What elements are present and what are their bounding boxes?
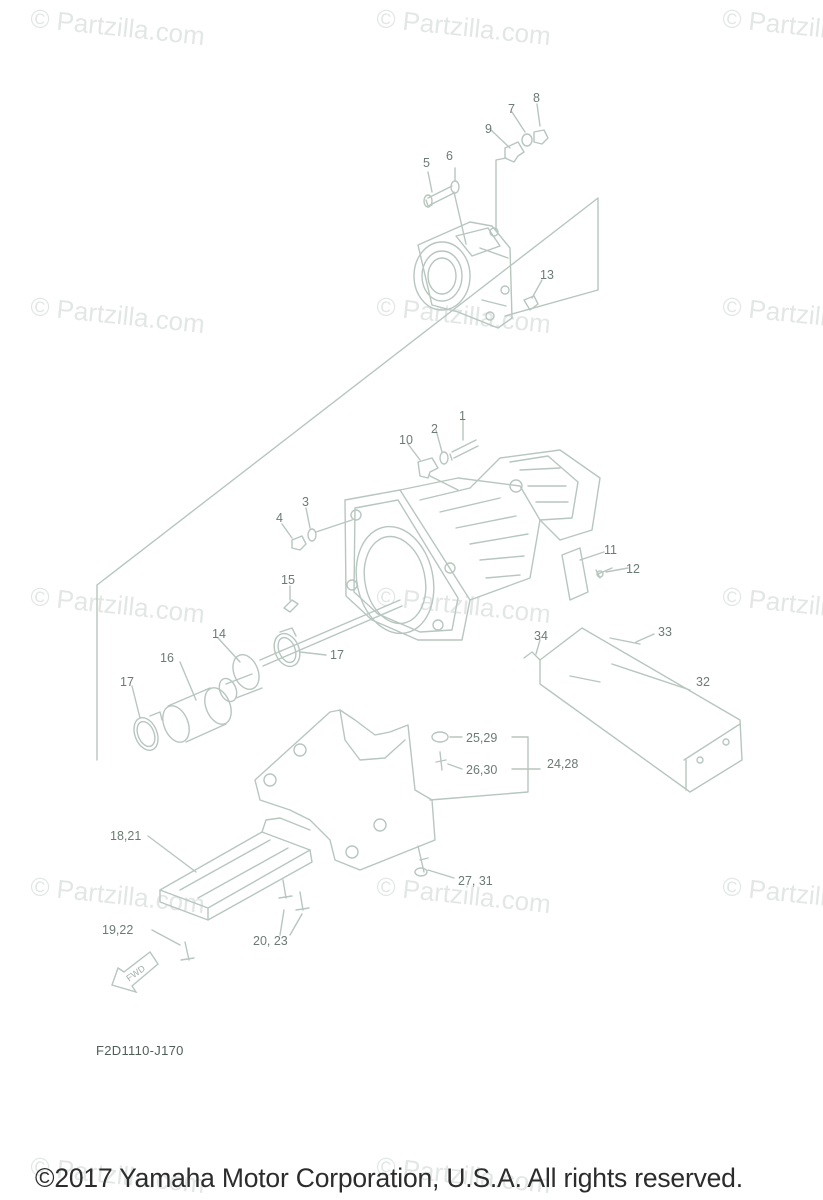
washer-3 <box>307 528 317 542</box>
nut-13 <box>523 295 539 311</box>
bolt-26-30 <box>435 751 447 771</box>
bolt-1 <box>449 439 479 461</box>
rail-18-21 <box>159 817 313 921</box>
callout: 19,22 <box>102 923 133 937</box>
fwd-arrow: FWD <box>111 950 159 994</box>
callout: 26,30 <box>466 763 497 777</box>
collar-14 <box>218 654 263 703</box>
callout: 11 <box>604 543 617 557</box>
washer-2 <box>439 451 449 465</box>
callout: 8 <box>533 91 540 105</box>
callout: 18,21 <box>110 829 141 843</box>
callout: 13 <box>540 268 554 282</box>
callout: 10 <box>399 433 413 447</box>
bolt-20-23 <box>278 879 293 899</box>
reference-frame <box>96 197 599 761</box>
leader <box>495 157 507 231</box>
washer-7 <box>521 133 533 147</box>
bolt-5 <box>423 185 455 208</box>
copyright-notice: ©2017 Yamaha Motor Corporation, U.S.A. A… <box>35 1163 743 1193</box>
callout: 15 <box>281 573 295 587</box>
clamp-17 <box>273 627 301 668</box>
callout: 4 <box>276 511 283 525</box>
callout: 2 <box>431 422 438 436</box>
leader <box>147 736 541 946</box>
callout: 5 <box>423 156 430 170</box>
clamp-17 <box>133 711 163 751</box>
callout: 3 <box>302 495 309 509</box>
drive-shaft <box>259 599 403 667</box>
callout: 32 <box>696 675 710 689</box>
leader <box>131 585 327 719</box>
leader <box>429 475 459 491</box>
leader <box>453 191 467 245</box>
callout: 25,29 <box>466 731 497 745</box>
callout: 14 <box>212 627 226 641</box>
plate-11 <box>561 547 589 601</box>
clip-34 <box>523 651 541 661</box>
leader <box>504 289 599 317</box>
callout: 20, 23 <box>253 934 288 948</box>
hose-16 <box>162 687 232 743</box>
mount-bracket <box>254 709 436 871</box>
callout: 34 <box>534 629 548 643</box>
callout: 9 <box>485 122 492 136</box>
bolt-33 <box>609 637 641 645</box>
bolt-20-23 <box>295 891 310 911</box>
callout: 1 <box>459 409 466 423</box>
nozzle-housing <box>413 221 513 329</box>
leader <box>281 419 629 573</box>
callout: 16 <box>160 651 174 665</box>
callout: 6 <box>446 149 453 163</box>
washer-6 <box>450 180 460 194</box>
bolt-19-22 <box>180 941 195 961</box>
callout: 24,28 <box>547 757 578 771</box>
leader <box>427 103 543 299</box>
bolt <box>569 675 601 683</box>
diagram-code: F2D1110-J170 <box>96 1043 184 1058</box>
callout: 27, 31 <box>458 874 493 888</box>
pump-housing <box>344 449 601 641</box>
nut-4 <box>291 535 307 551</box>
plate-10 <box>417 457 439 479</box>
callout: 17 <box>330 648 344 662</box>
callout: 7 <box>508 102 515 116</box>
leader <box>535 633 691 691</box>
nut-8 <box>533 129 549 145</box>
callout: 12 <box>626 562 640 576</box>
callout: 33 <box>658 625 672 639</box>
washer-25-29 <box>431 731 449 743</box>
bracket-32 <box>539 627 743 793</box>
callout: 17 <box>120 675 134 689</box>
fwd-label: FWD <box>124 963 147 983</box>
leader <box>315 519 353 533</box>
bolt-15 <box>283 599 299 613</box>
